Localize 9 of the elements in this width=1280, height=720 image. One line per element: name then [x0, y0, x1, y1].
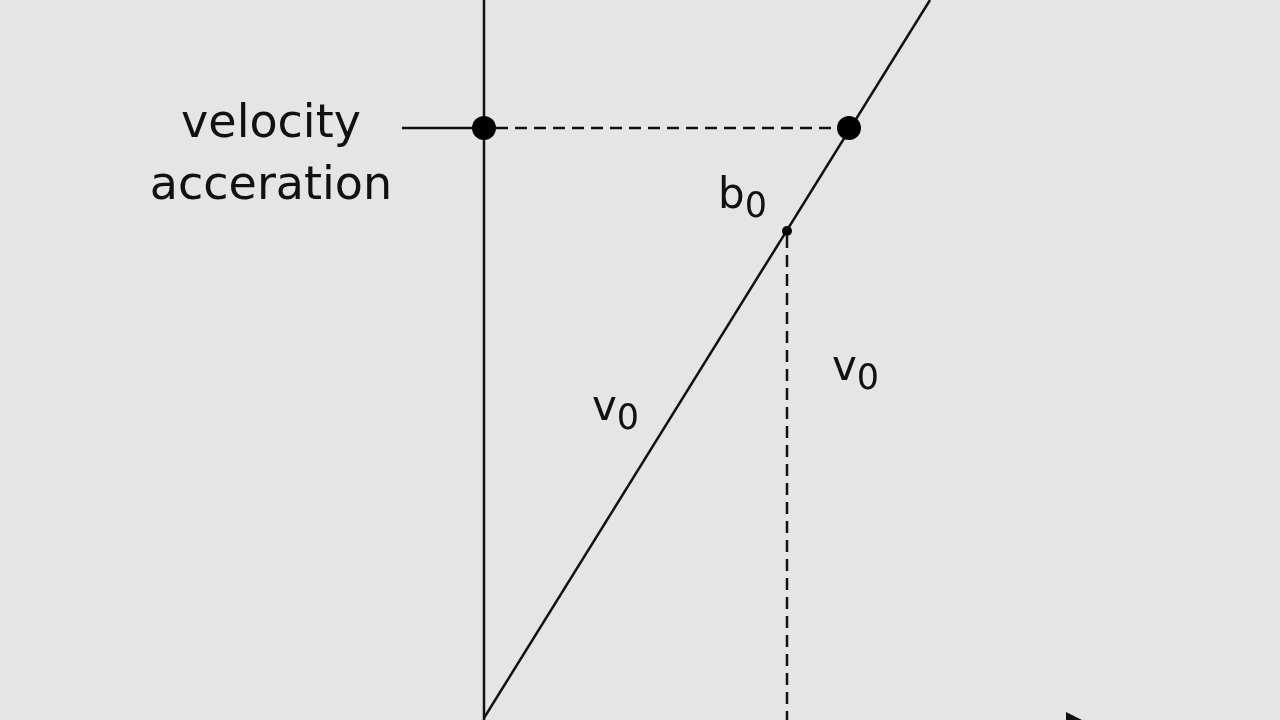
point-dot: [837, 116, 861, 140]
variable-label: v$_{0}$: [832, 340, 880, 400]
leader-line: [402, 126, 472, 130]
axis-label: velocity acceration: [148, 93, 394, 212]
variable-label: v$_{0}$: [592, 380, 640, 440]
point-dot: [472, 116, 496, 140]
dashed-guide-line: [785, 236, 789, 720]
variable-label: b$_{0}$: [718, 168, 767, 228]
point-dot: [782, 226, 792, 236]
